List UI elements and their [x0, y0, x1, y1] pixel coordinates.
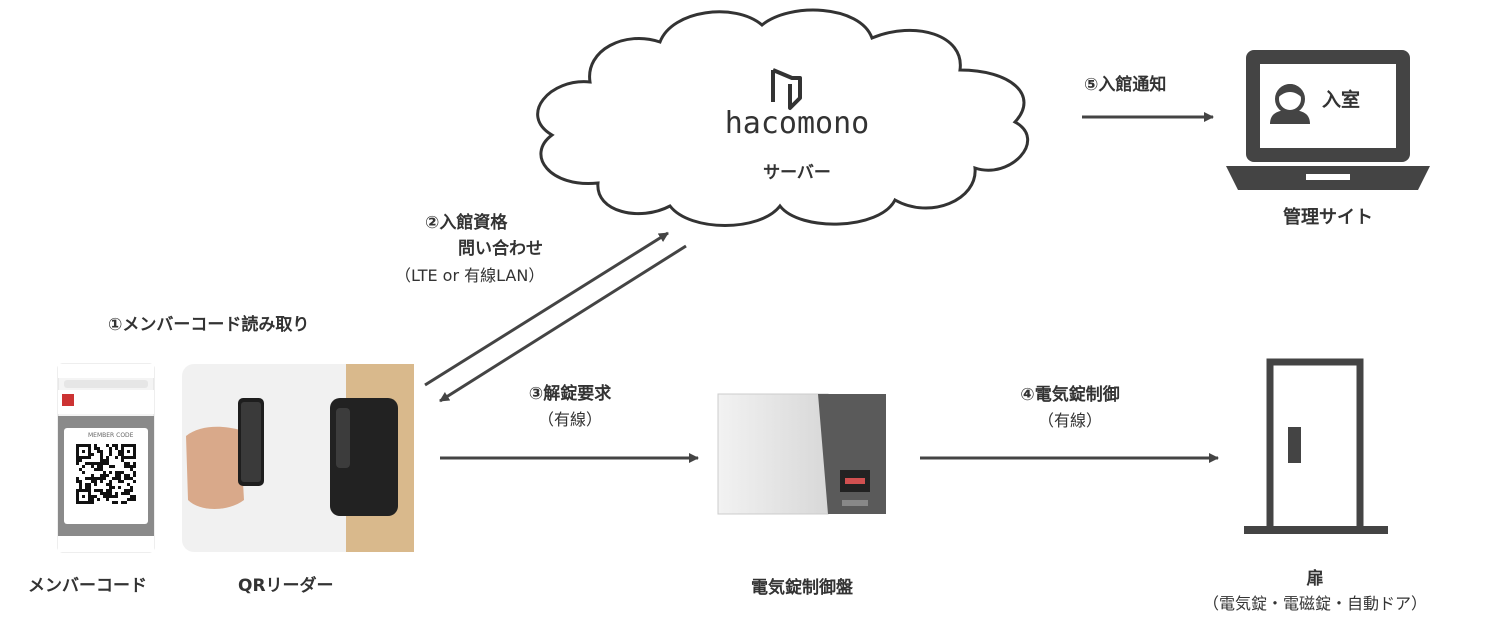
step2-label-line1: ②入館資格	[425, 213, 508, 233]
admin-screen-label: 入室	[1322, 89, 1361, 111]
door-icon	[1244, 358, 1388, 534]
member-code-label: メンバーコード	[28, 576, 147, 596]
cloud-shape	[536, 8, 1030, 227]
control-panel-label: 電気錠制御盤	[751, 578, 853, 598]
door-sub-label: （電気錠・電磁錠・自動ドア）	[1202, 594, 1427, 613]
step3-label-line1: ③解錠要求	[528, 384, 612, 404]
hacomono-logo-icon	[771, 68, 802, 110]
server-label: サーバー	[763, 163, 831, 183]
arrow-to-server	[424, 231, 669, 387]
control-panel-image	[717, 393, 886, 515]
arrow-from-server	[439, 244, 687, 403]
phone-card-title: MEMBER CODE	[88, 432, 134, 439]
admin-site-label: 管理サイト	[1283, 207, 1373, 228]
user-icon	[1270, 84, 1310, 124]
qr-code-image	[76, 444, 136, 504]
step4-label-line2: （有線）	[1037, 411, 1102, 430]
laptop-icon	[1226, 50, 1430, 190]
step5-label: ⑤入館通知	[1084, 75, 1167, 95]
door-label: 扉	[1306, 569, 1324, 589]
step2-label-line2: 問い合わせ	[458, 239, 543, 259]
qr-reader-photo	[182, 364, 414, 552]
hacomono-logo-text: hacomono	[724, 106, 870, 141]
step3-label-line2: （有線）	[537, 410, 602, 429]
step1-label: ①メンバーコード読み取り	[108, 315, 310, 335]
step2-label-line3: （LTE or 有線LAN）	[395, 266, 545, 285]
step4-label-line1: ④電気錠制御	[1020, 385, 1120, 405]
qr-reader-label: QRリーダー	[238, 576, 334, 596]
